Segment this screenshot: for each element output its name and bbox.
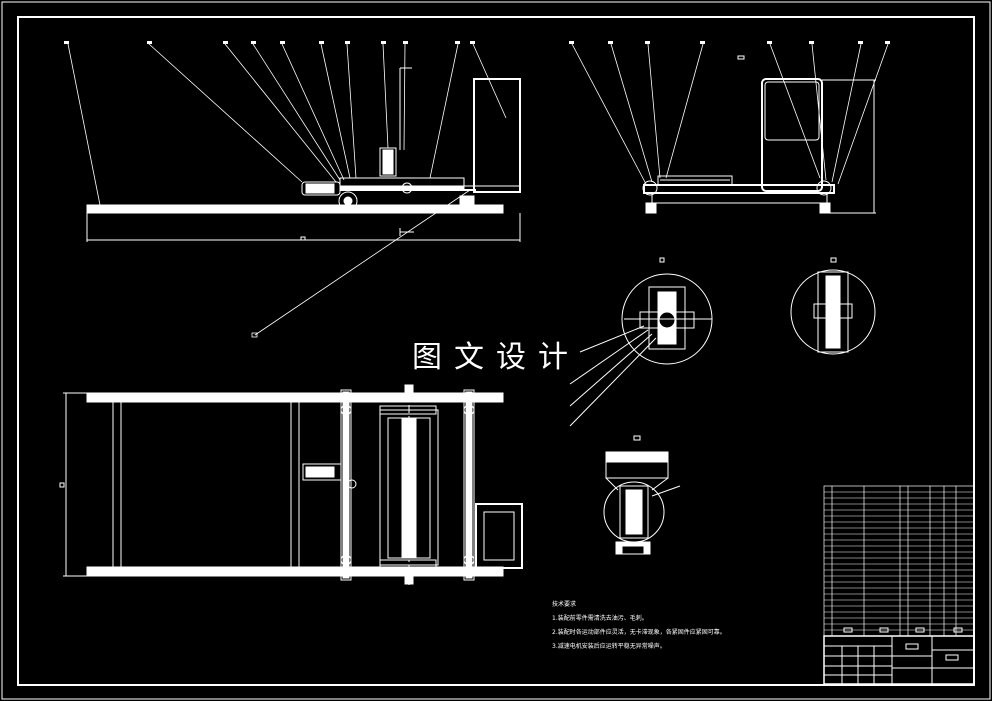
- inner-border: [17, 16, 975, 686]
- title-block: [823, 627, 975, 685]
- parts-list: [823, 485, 975, 637]
- parts-list-rows: [824, 491, 974, 631]
- note-line: 1.装配前零件需清洗去油污、毛刺。: [552, 615, 648, 622]
- side-view-balloons: [569, 41, 890, 44]
- side-view: [642, 55, 876, 214]
- note-line: 2.装配时各运动部件应灵活，无卡滞现象，各紧固件应紧固可靠。: [552, 629, 726, 636]
- front-view-balloons: [64, 41, 475, 44]
- detail-view-1: [569, 257, 713, 427]
- front-view: [86, 67, 521, 242]
- side-view-leaders: [571, 43, 889, 185]
- watermark-text: 图文设计: [412, 340, 580, 375]
- detail-view-2: [790, 257, 876, 355]
- notes-heading: 技术要求: [552, 601, 577, 608]
- plan-view: [59, 384, 523, 585]
- technical-notes: 技术要求 1.装配前零件需清洗去油污、毛刺。 2.装配时各运动部件应灵活，无卡滞…: [552, 598, 726, 654]
- detail-view-3: [603, 435, 681, 555]
- front-view-leaders: [67, 43, 507, 338]
- note-line: 3.减速电机安装后应运转平稳无异常噪声。: [552, 643, 666, 650]
